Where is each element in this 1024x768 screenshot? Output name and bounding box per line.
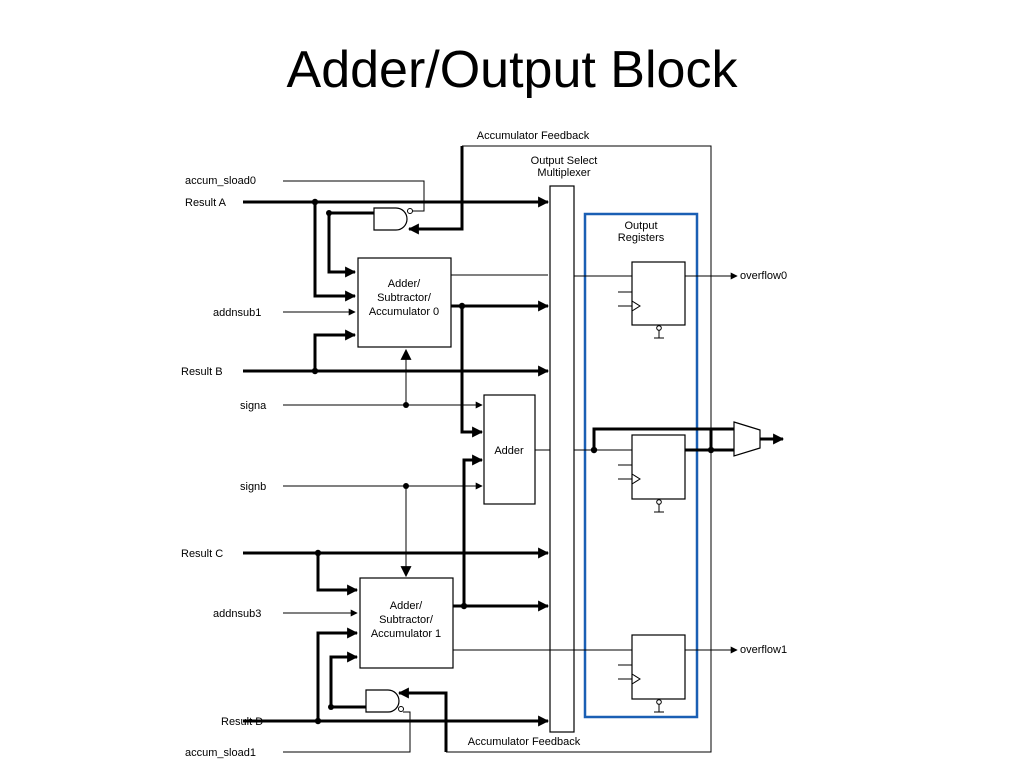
feedback-label-bottom: Accumulator Feedback	[468, 736, 581, 748]
output-registers-group	[583, 212, 699, 719]
mux-label-line1: Output Select	[531, 155, 598, 167]
input-result-d: Result D	[221, 716, 263, 728]
input-addnsub3: addnsub3	[213, 608, 261, 620]
mux-label-line2: Multiplexer	[537, 167, 591, 179]
slide-title: Adder/Output Block	[286, 41, 738, 99]
output-overflow0: overflow0	[740, 270, 787, 282]
input-accum-sload1: accum_sload1	[185, 747, 256, 759]
feedback-path-top	[407, 146, 464, 235]
wire-result-a	[243, 196, 550, 302]
output-select-multiplexer	[549, 185, 575, 733]
feedback-label-top: Accumulator Feedback	[477, 130, 590, 142]
and-gate-0-inversion	[407, 208, 413, 214]
asa1-label-line2: Subtractor/	[379, 614, 434, 626]
register-overflow1	[618, 634, 686, 713]
input-result-c: Result C	[181, 548, 223, 560]
register-output	[618, 434, 686, 513]
wire-result-b	[243, 329, 550, 377]
asa1-label-line1: Adder/	[390, 600, 423, 612]
input-result-b: Result B	[181, 366, 223, 378]
asa0-label-line2: Subtractor/	[377, 292, 432, 304]
wire-result-c	[243, 547, 550, 596]
asa1-label-line3: Accumulator 1	[371, 628, 441, 640]
and-gate-1-inversion	[398, 706, 404, 712]
register-overflow0	[618, 261, 686, 339]
registers-label-line1: Output	[624, 220, 657, 232]
and-gate-1	[365, 689, 400, 713]
input-result-a: Result A	[185, 197, 227, 209]
adder-label: Adder	[494, 445, 524, 457]
adder-block	[483, 394, 536, 505]
wire-asa1-output	[453, 454, 574, 651]
input-accum-sload0: accum_sload0	[185, 175, 256, 187]
registers-label-line2: Registers	[618, 232, 665, 244]
main-output-path	[574, 427, 785, 454]
wire-signa	[283, 348, 483, 409]
output-overflow1: overflow1	[740, 644, 787, 656]
asa0-label-line1: Adder/	[388, 278, 421, 290]
asa0-label-line3: Accumulator 0	[369, 306, 439, 318]
input-signb: signb	[240, 481, 266, 493]
output-multiplexer	[733, 421, 761, 457]
wire-accum-sload1	[283, 711, 411, 753]
adder-subtractor-accumulator-0	[357, 257, 452, 348]
adder-subtractor-accumulator-1	[359, 577, 454, 669]
wire-signb	[283, 482, 483, 578]
input-signa: signa	[240, 400, 267, 412]
and-gate-0	[373, 207, 408, 231]
feedback-path-bottom	[397, 687, 448, 752]
wire-result-d	[243, 627, 550, 727]
wire-asa0-output	[451, 274, 550, 438]
input-addnsub1: addnsub1	[213, 307, 261, 319]
wire-accum-sload0	[283, 180, 425, 212]
